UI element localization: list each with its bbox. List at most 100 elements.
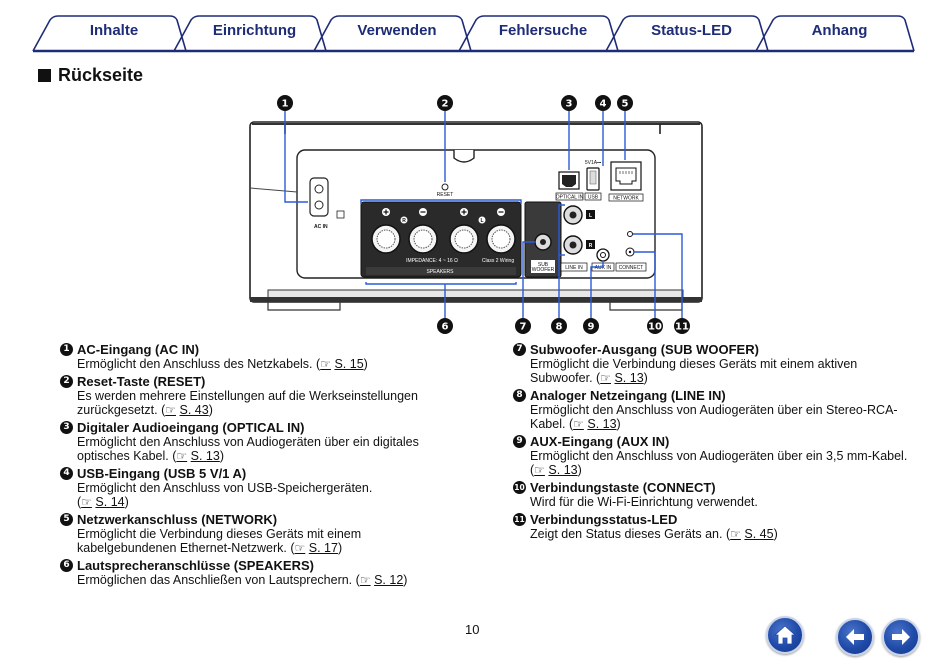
number-badge: 11 [513,513,526,526]
pointing-hand-icon: ☞ [165,403,177,417]
tab-inhalte[interactable]: Inhalte [89,22,139,39]
description-list-left: 1 AC-Eingang (AC IN) Ermöglicht den Ansch… [60,342,460,590]
pointing-hand-icon: ☞ [320,357,331,371]
svg-text:LINE IN: LINE IN [565,265,583,271]
svg-text:1: 1 [282,99,289,110]
tab-status-led[interactable]: Status-LED [651,22,732,39]
page-reference-link[interactable]: (☞ S. 13) [172,449,224,463]
svg-text:SUB: SUB [538,262,549,268]
pointing-hand-icon: ☞ [81,495,92,509]
page-reference-link[interactable]: (☞ S. 12) [355,573,408,587]
svg-text:CONNECT: CONNECT [619,265,644,271]
item-description: Ermöglicht den Anschluss des Netzkabels. [77,357,313,371]
section-title-text: Rückseite [58,65,144,85]
page-reference-link[interactable]: (☞ S. 17) [290,541,343,555]
callout-1: 1 [277,95,293,111]
page-reference-link[interactable]: (☞ S. 13) [530,463,582,477]
number-badge: 9 [513,435,526,448]
callout-6: 6 [437,318,453,334]
item-title: Lautsprecheranschlüsse (SPEAKERS) [77,558,314,573]
svg-text:7: 7 [520,322,527,333]
connect-button-led: CONNECT [615,231,647,272]
svg-text:USB: USB [588,195,599,201]
number-badge: 2 [60,375,73,388]
tab-anhang[interactable]: Anhang [811,22,868,39]
back-arrow-icon [846,629,864,645]
item-description: Ermöglicht den Anschluss von USB-Speiche… [77,481,373,495]
tab-einrichtung[interactable]: Einrichtung [212,22,297,39]
item-title: AUX-Eingang (AUX IN) [530,434,670,449]
rear-panel-svg: 1 2 3 4 5 6 7 8 9 10 11 [249,95,703,334]
svg-text:5: 5 [622,99,629,110]
item-title: Verbindungsstatus-LED [530,512,678,527]
page-reference-link[interactable]: (☞ S. 43) [161,403,213,417]
list-item: 9 AUX-Eingang (AUX IN) Ermöglicht den Ans… [513,434,923,477]
item-description: Ermöglichen das Anschließen von Lautspre… [77,573,353,587]
svg-text:11: 11 [675,322,689,333]
tab-outline [32,15,915,53]
item-description: Ermöglicht den Anschluss von Audiogeräte… [530,403,898,431]
callout-5: 5 [617,95,633,111]
callout-numbers: 1 2 3 4 5 6 7 8 9 10 11 [277,95,690,334]
callout-leader-lines [284,111,683,318]
item-title: Netzwerkanschluss (NETWORK) [77,512,278,527]
item-description: Ermöglicht die Verbindung dieses Geräts … [530,357,858,385]
pointing-hand-icon: ☞ [730,527,741,541]
page-reference-link[interactable]: (☞ S. 13) [596,371,648,385]
item-title: AC-Eingang (AC IN) [77,342,200,357]
forward-arrow-icon [892,629,910,645]
description-list-right: 7 Subwoofer-Ausgang (SUB WOOFER) Ermöglic… [513,342,923,544]
item-title: Subwoofer-Ausgang (SUB WOOFER) [530,342,759,357]
page-reference-link[interactable]: (☞ S. 15) [316,357,368,371]
callout-2: 2 [437,95,453,111]
optical-in-port: OPTICAL IN [555,171,584,201]
svg-text:R: R [589,243,593,249]
callout-11: 11 [674,318,690,334]
tab-fehlersuche[interactable]: Fehlersuche [498,22,588,39]
page-number: 10 [465,622,480,637]
svg-text:4: 4 [600,99,607,110]
pointing-hand-icon: ☞ [294,541,306,555]
number-badge: 7 [513,343,526,356]
number-badge: 1 [60,343,73,356]
callout-8: 8 [551,318,567,334]
callout-7: 7 [515,318,531,334]
callout-4: 4 [595,95,611,111]
page-reference-link[interactable]: (☞ S. 14) [77,495,129,509]
forward-button[interactable] [882,618,920,656]
number-badge: 4 [60,467,73,480]
svg-text:SPEAKERS: SPEAKERS [427,269,455,275]
home-button[interactable] [766,616,804,654]
item-title: USB-Eingang (USB 5 V/1 A) [77,466,247,481]
top-navigation-tabs: Inhalte Einrichtung Verwenden Fehlersuch… [0,0,950,56]
page-reference-link[interactable]: (☞ S. 45) [725,527,778,541]
tab-verwenden[interactable]: Verwenden [357,22,437,39]
svg-text:AC IN: AC IN [314,224,328,230]
list-item: 4 USB-Eingang (USB 5 V/1 A) Ermöglicht de… [60,466,460,509]
callout-3: 3 [561,95,577,111]
svg-text:L: L [589,213,592,219]
reset-button: RESET [437,183,453,198]
line-in-ports: L R LINE IN [560,205,595,272]
sub-woofer-port: SUB WOOFER [524,201,562,278]
list-item: 1 AC-Eingang (AC IN) Ermöglicht den Ansch… [60,342,460,371]
list-item: 7 Subwoofer-Ausgang (SUB WOOFER) Ermöglic… [513,342,923,385]
svg-text:R: R [402,218,406,224]
number-badge: 5 [60,513,73,526]
section-title: Rückseite [38,65,143,86]
pointing-hand-icon: ☞ [359,573,371,587]
pointing-hand-icon: ☞ [534,463,545,477]
back-button[interactable] [836,618,874,656]
square-bullet-icon [38,69,51,82]
item-description: Ermöglicht den Anschluss von Audiogeräte… [530,449,908,463]
svg-text:AUX IN: AUX IN [595,265,612,271]
svg-text:L: L [480,218,483,224]
page-reference-link[interactable]: (☞ S. 13) [568,417,621,431]
svg-text:Class 2 Wiring: Class 2 Wiring [482,258,514,264]
